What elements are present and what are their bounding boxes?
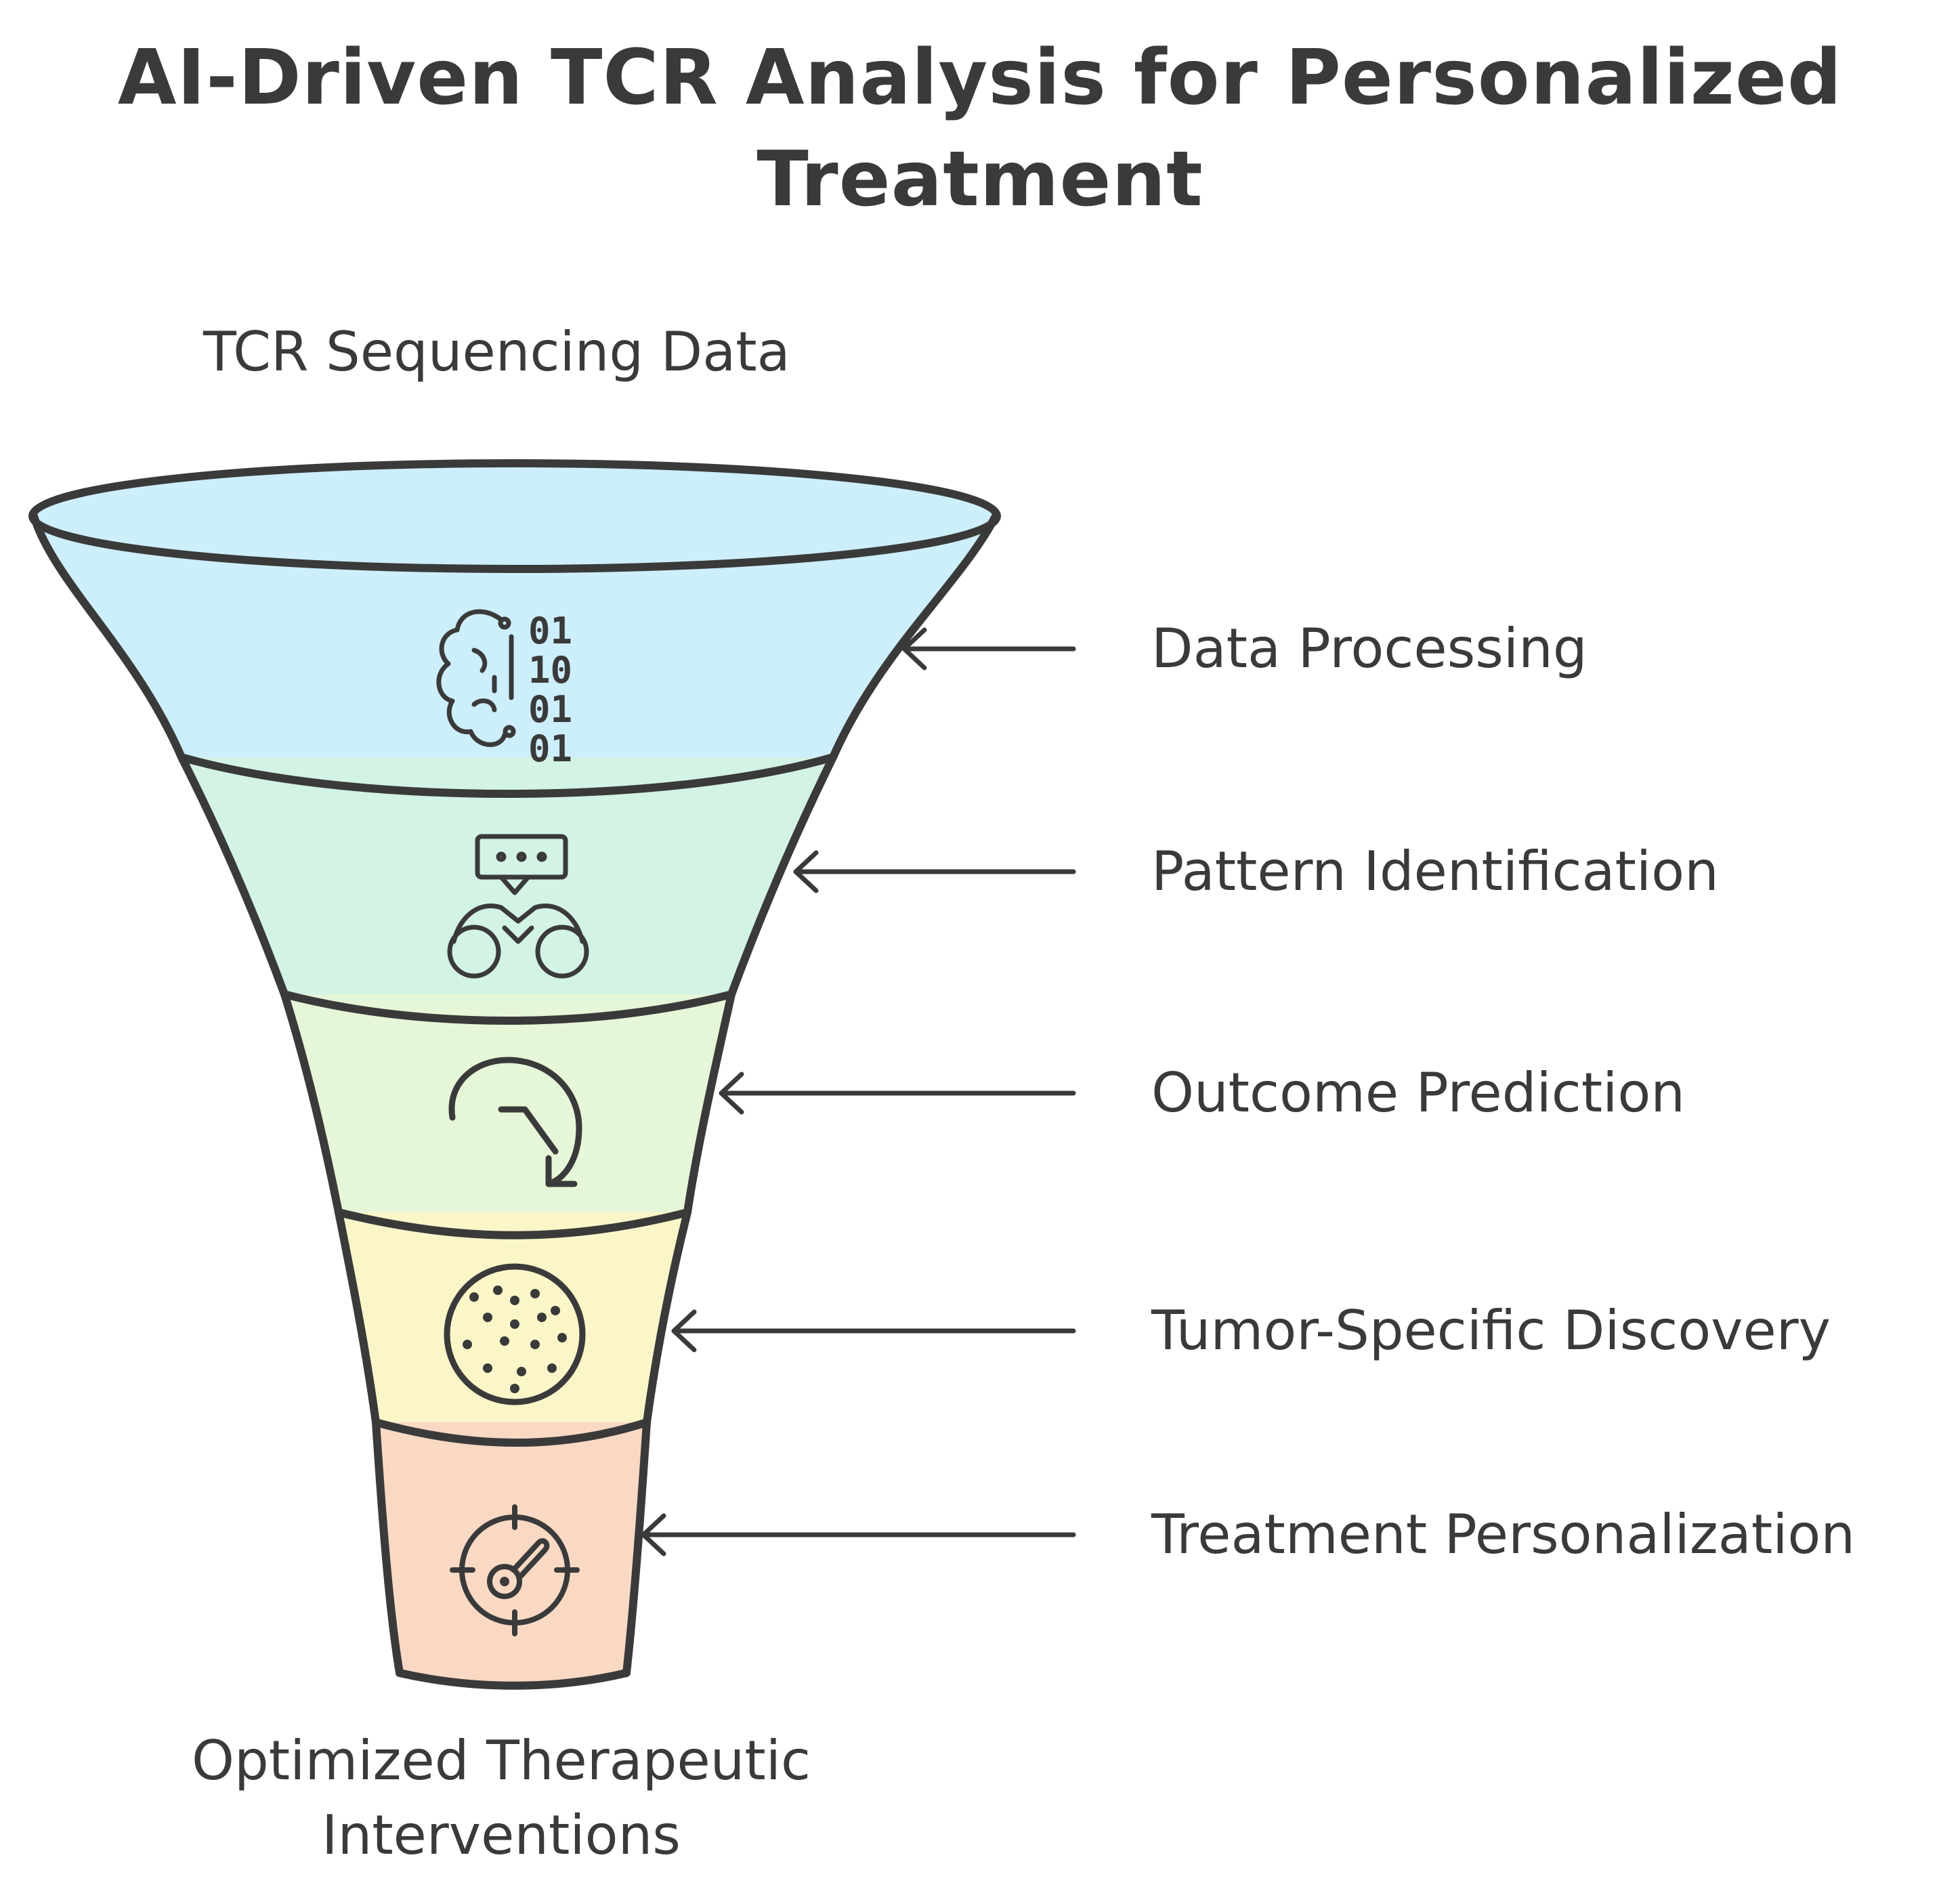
title-line-2: Treatment — [757, 135, 1203, 224]
funnel-rim — [28, 459, 1001, 573]
tumor-cell-icon — [444, 1263, 586, 1405]
funnel-input-label: TCR Sequencing Data — [203, 320, 790, 383]
stage-divider-2 — [280, 990, 736, 1025]
funnel-output-label: Optimized Therapeutic Interventions — [0, 1724, 1002, 1873]
forecast-arrow-icon — [448, 1057, 582, 1187]
tumor-dot — [469, 1292, 479, 1302]
title-line-1: AI-Driven TCR Analysis for Personalized — [117, 34, 1843, 122]
tumor-dot — [557, 1333, 567, 1342]
binary-row-2: 10 — [528, 649, 572, 692]
binary-row-4: 01 — [528, 727, 572, 770]
tumor-dot — [551, 1306, 560, 1315]
stage-label-pattern-identification: Pattern Identification — [1151, 840, 1719, 903]
tumor-dot — [530, 1289, 540, 1298]
funnel-right-wall — [622, 512, 1000, 1677]
stage-label-tumor-specific-discovery: Tumor-Specific Discovery — [1151, 1299, 1831, 1362]
arrow-pattern-identification — [793, 850, 1076, 893]
arrow-treatment-personalization — [641, 1513, 1076, 1556]
stage-label-data-processing: Data Processing — [1151, 617, 1588, 680]
tumor-dot — [493, 1286, 503, 1295]
tumor-dot — [510, 1296, 519, 1305]
funnel-rim-opening — [33, 463, 997, 569]
key-hole-dot — [500, 1577, 509, 1586]
tumor-dot — [537, 1313, 547, 1322]
brain-binary-icon — [436, 609, 516, 747]
stage-fill-3 — [284, 994, 731, 1212]
stage-fill-5 — [376, 1422, 647, 1683]
funnel-bottom-edge — [396, 1669, 631, 1690]
stage-divider-1 — [177, 753, 837, 798]
arrow-outcome-prediction — [719, 1071, 1076, 1115]
tumor-dot — [500, 1336, 509, 1346]
binary-row-3: 01 — [528, 688, 572, 731]
stage-divider-4 — [372, 1418, 651, 1447]
target-key-icon — [450, 1504, 580, 1636]
tumor-dot — [510, 1384, 519, 1393]
tumor-dot — [530, 1340, 540, 1349]
tumor-dot — [510, 1319, 519, 1329]
output-label-line-1: Optimized Therapeutic — [192, 1729, 811, 1792]
stage-label-outcome-prediction: Outcome Prediction — [1151, 1061, 1685, 1124]
binary-row-1: 01 — [528, 610, 572, 652]
target-key-hole — [500, 1577, 509, 1586]
stage-divider-3 — [335, 1208, 691, 1239]
funnel-left-wall — [30, 512, 404, 1677]
stage-fill-1 — [34, 516, 996, 757]
stage-fill-4 — [339, 1212, 687, 1422]
tumor-dot — [483, 1363, 492, 1373]
diagram-title: AI-Driven TCR Analysis for Personalized … — [0, 27, 1960, 230]
tumor-dot — [547, 1363, 557, 1373]
tumor-dot — [463, 1340, 472, 1349]
stage-label-treatment-personalization: Treatment Personalization — [1151, 1503, 1856, 1566]
tumor-dot — [517, 1367, 526, 1376]
arrow-data-processing — [901, 627, 1076, 671]
arrow-tumor-specific-discovery — [671, 1309, 1076, 1353]
tumor-cell-dots — [463, 1286, 567, 1393]
output-label-line-2: Interventions — [322, 1804, 681, 1867]
tumor-dot — [483, 1313, 492, 1322]
binary-digits: 01 10 01 01 — [528, 610, 572, 770]
binoculars-chat-icon — [447, 834, 589, 979]
